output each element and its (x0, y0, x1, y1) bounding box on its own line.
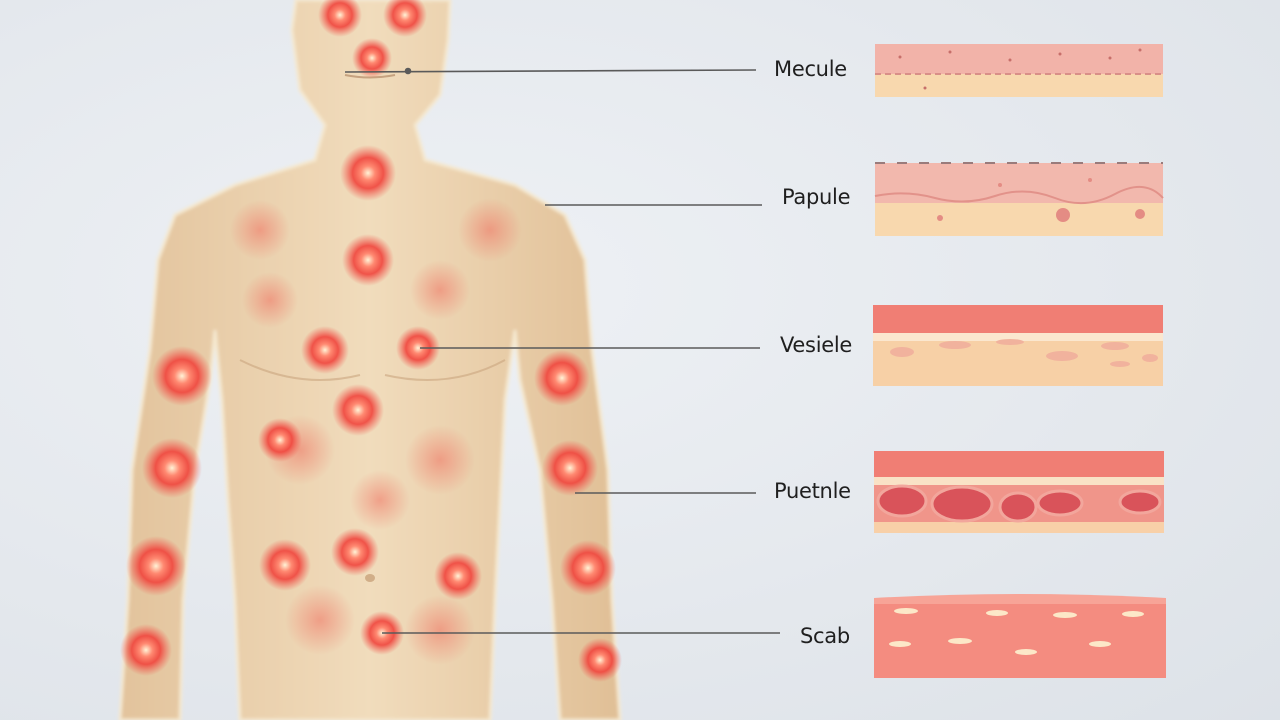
human-body-figure (118, 0, 622, 720)
leader-line-macule (344, 69, 757, 73)
macule-skin-section (875, 44, 1163, 97)
label-macule: Mecule (774, 57, 847, 81)
label-scab: Scab (800, 624, 850, 648)
leader-lines (344, 67, 780, 634)
label-pustule: Puetnle (774, 479, 851, 503)
rash-background (230, 198, 522, 665)
vesicle-skin-section (873, 305, 1163, 386)
pustule-skin-section (874, 451, 1164, 533)
label-vesicle: Vesiele (780, 333, 853, 357)
label-papule: Papule (782, 185, 851, 209)
papule-skin-section (874, 162, 1164, 236)
scab-skin-section (874, 594, 1166, 678)
lesion-spots (120, 0, 622, 682)
